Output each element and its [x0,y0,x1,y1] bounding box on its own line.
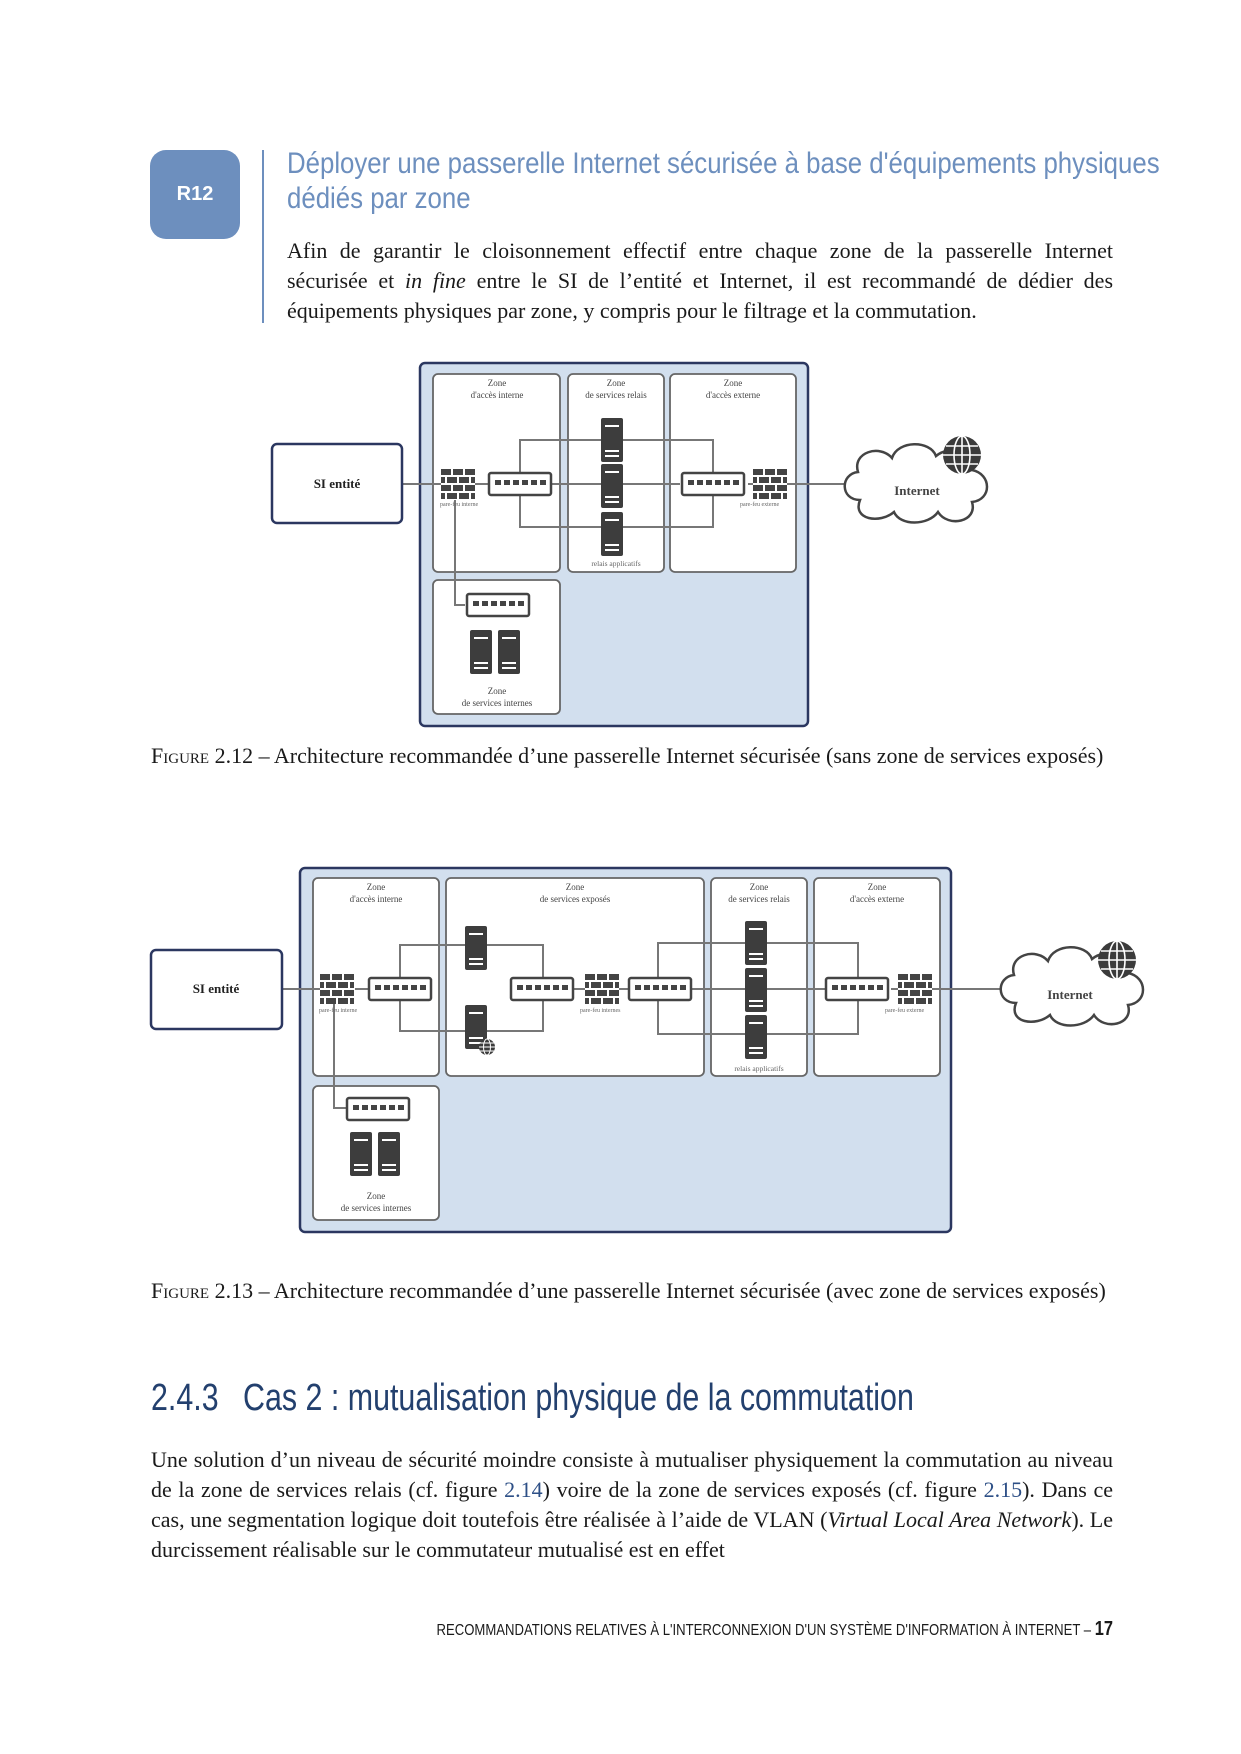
zone-name: d'accès interne [471,390,524,400]
si-entite-box [270,442,404,525]
firewall-label: pare-feu internes [580,1007,621,1014]
zone-label: Zone [750,882,769,892]
paragraph-text: ). Le durcissement réalisable sur le com… [151,1507,1113,1562]
relais-label: relais applicatifs [734,1064,783,1073]
zone-name: de services internes [341,1203,412,1213]
figure-2-13-caption: Figure 2.13 – Architecture recommandée d… [151,1276,1113,1306]
recommendation-title-line2: dédiés par zone [287,182,471,215]
caption-text: – Architecture recommandée d’une passere… [253,743,1104,768]
zone-name: de services exposés [540,894,611,904]
figure-link-2-15[interactable]: 2.15 [983,1477,1023,1502]
server-icon [745,968,767,1012]
zone-label: Zone [607,378,626,388]
paragraph-text: ). Dans ce cas, une segmentation logique… [151,1477,1113,1532]
section-heading: 2.4.3 Cas 2 : mutualisation physique de l… [151,1375,914,1421]
server-icon [350,1132,372,1176]
page-number: 17 [1094,1618,1113,1640]
zone-name: de services relais [728,894,790,904]
paragraph-italic: Virtual Local Area Network [827,1507,1072,1532]
firewall-label: pare-feu interne [319,1007,357,1014]
si-entite-label: SI entité [314,476,361,491]
caption-number: 2.13 [214,1278,254,1303]
firewall-icon [585,974,619,1004]
switch-icon [824,976,890,1002]
zone-label: Zone [367,882,386,892]
relais-label: relais applicatifs [591,559,640,568]
zone-label: Zone [868,882,887,892]
switch-icon [367,976,433,1002]
switch-icon [345,1096,411,1122]
firewall-label: pare-feu externe [740,501,779,508]
figure-link-2-14[interactable]: 2.14 [504,1477,543,1502]
paragraph-text: Une solution d’un niveau de sécurité moi… [151,1447,1113,1502]
caption-label: Figure [151,743,210,768]
section-number: 2.4.3 [151,1377,219,1419]
recommendation-badge: R12 [150,150,240,239]
zone-name: d'accès externe [706,390,760,400]
zone-label: Zone [566,882,585,892]
zone-label: Zone [367,1191,386,1201]
firewall-icon [320,974,354,1004]
firewall-label: pare-feu interne [440,501,478,508]
zone-label: Zone [488,686,507,696]
page-footer: RECOMMANDATIONS RELATIVES À L'INTERCONNE… [437,1618,1114,1641]
server-icon [745,1015,767,1059]
server-icon [745,921,767,965]
switch-icon [627,976,693,1002]
zone-name: d'accès interne [350,894,403,904]
section-title: Cas 2 : mutualisation physique de la com… [243,1377,914,1419]
internet-label: Internet [894,483,940,498]
firewall-label: pare-feu externe [885,1007,924,1014]
caption-text: – Architecture recommandée d’une passere… [253,1278,1106,1303]
internet-label: Internet [1047,987,1093,1002]
paragraph-text: ) voire de la zone de services exposés (… [542,1477,984,1502]
caption-number: 2.12 [214,743,254,768]
zone-name: d'accès externe [850,894,904,904]
server-icon [465,926,487,970]
zone-name: de services internes [462,698,533,708]
recommendation-body: Afin de garantir le cloisonnement effect… [287,236,1113,326]
server-icon [378,1132,400,1176]
si-entite-label: SI entité [193,981,240,996]
zone-label: Zone [724,378,743,388]
recommendation-body-text-1: Afin de garantir le cloisonnement effect… [287,238,1113,293]
section-paragraph: Une solution d’un niveau de sécurité moi… [151,1445,1113,1565]
zone-name: de services relais [585,390,647,400]
globe-icon [478,1038,496,1056]
caption-label: Figure [151,1278,210,1303]
globe-icon [1097,940,1137,980]
zone-services-exposes [445,877,705,1077]
firewall-icon [898,974,932,1004]
footer-text: RECOMMANDATIONS RELATIVES À L'INTERCONNE… [436,1622,1092,1639]
recommendation-body-text-2: entre le SI de l’entité et Internet, il … [287,268,1114,323]
figure-2-12-caption: Figure 2.12 – Architecture recommandée d… [151,741,1113,771]
recommendation-rule [262,150,264,323]
switch-icon [509,976,575,1002]
recommendation-body-italic: in fine [404,268,466,293]
si-entite-box [149,948,284,1031]
zone-label: Zone [488,378,507,388]
